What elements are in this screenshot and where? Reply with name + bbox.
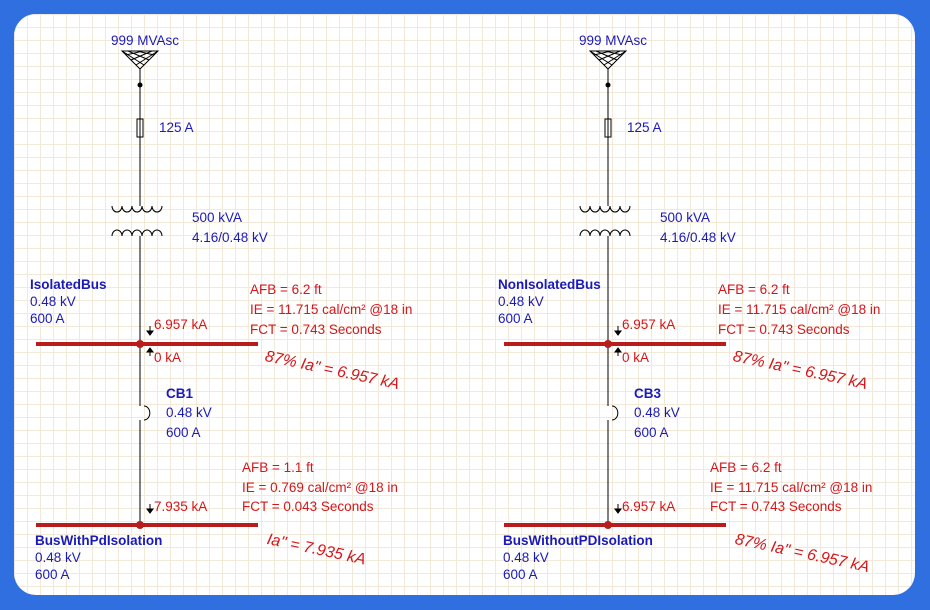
right-breaker-name: CB3 [634,386,662,401]
right-bus1-name: NonIsolatedBus [498,277,601,292]
left-bus2-name: BusWithPdIsolation [35,533,163,548]
left-breaker-amps: 600 A [166,425,201,440]
left-breaker-kv: 0.48 kV [166,405,212,420]
left-arc2-fct: FCT = 0.043 Seconds [242,499,374,514]
left-transformer-voltage: 4.16/0.48 kV [192,230,268,245]
left-arc2-ie: IE = 0.769 cal/cm² @18 in [242,480,398,495]
right-node-dot [605,82,611,88]
right-arc1-afb: AFB = 6.2 ft [718,282,790,297]
right-transformer-kva: 500 kVA [660,210,711,225]
right-breaker-amps: 600 A [634,425,669,440]
right-arc2-fct: FCT = 0.743 Seconds [710,499,842,514]
left-arc1-afb: AFB = 6.2 ft [250,282,322,297]
left-transformer-kva: 500 kVA [192,210,243,225]
left-bus2-fault-in: 7.935 kA [154,499,208,514]
left-node-dot [137,82,143,88]
left-arc1-fct: FCT = 0.743 Seconds [250,322,382,337]
right-transformer-icon [579,205,631,237]
left-arc2-afb: AFB = 1.1 ft [242,460,314,475]
left-branch [111,50,163,525]
left-arc1-ie: IE = 11.715 cal/cm² @18 in [250,302,413,317]
right-breaker-icon [611,405,619,421]
left-bus1-fault-in: 6.957 kA [154,317,208,332]
diagram-canvas: 999 MVAsc 125 A 500 kVA 4.16/0.48 kV Iso… [14,14,915,595]
right-arc1-fct: FCT = 0.743 Seconds [718,322,850,337]
right-utility-source-icon [588,50,628,70]
right-bus2-amps: 600 A [503,567,538,582]
right-branch [579,50,631,525]
right-bus2-kv: 0.48 kV [503,550,549,565]
left-bus2-kv: 0.48 kV [35,550,81,565]
left-bus1-amps: 600 A [30,311,65,326]
right-transformer-voltage: 4.16/0.48 kV [660,230,736,245]
left-breaker-icon [143,405,151,421]
left-bus1-kv: 0.48 kV [30,294,76,309]
left-bus1-node [136,340,144,348]
right-bus1-node [604,340,612,348]
one-line-diagram-svg [36,50,726,529]
left-bus2-node [136,521,144,529]
right-source-label: 999 MVAsc [579,33,648,48]
left-transformer-icon [111,205,163,237]
left-fuse-icon [136,118,144,138]
left-source-label: 999 MVAsc [111,33,180,48]
left-breaker-name: CB1 [166,386,194,401]
right-fuse-rating: 125 A [627,120,662,135]
background-grid [14,14,915,595]
right-bus2-node [604,521,612,529]
right-arc2-afb: AFB = 6.2 ft [710,460,782,475]
right-bus1-fault-out: 0 kA [622,350,650,365]
right-fuse-icon [604,118,612,138]
right-bus2-name: BusWithoutPDIsolation [503,533,653,548]
left-fuse-rating: 125 A [159,120,194,135]
right-arc1-ie: IE = 11.715 cal/cm² @18 in [718,302,881,317]
right-bus1-amps: 600 A [498,311,533,326]
right-breaker-kv: 0.48 kV [634,405,680,420]
right-bus2-fault-in: 6.957 kA [622,499,676,514]
left-bus1-fault-out: 0 kA [154,350,182,365]
left-utility-source-icon [120,50,160,70]
right-arc2-ie: IE = 11.715 cal/cm² @18 in [710,480,873,495]
left-bus1-name: IsolatedBus [30,277,107,292]
right-bus1-fault-in: 6.957 kA [622,317,676,332]
right-bus1-kv: 0.48 kV [498,294,544,309]
left-bus2-amps: 600 A [35,567,70,582]
